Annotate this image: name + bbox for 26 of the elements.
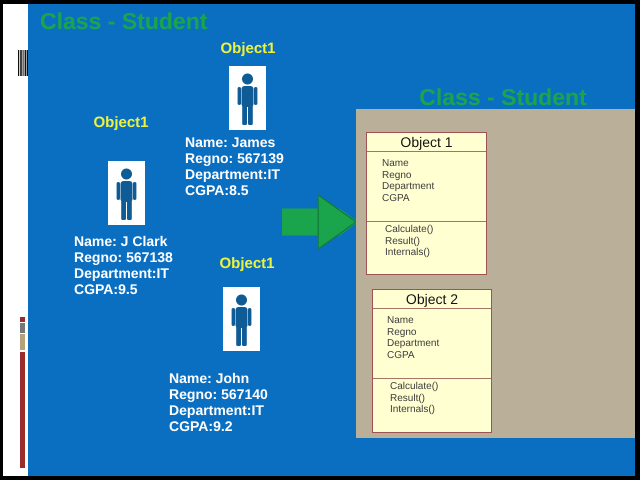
attribute-text: Department:IT: [185, 166, 280, 182]
attribute-text: Regno: 567139: [185, 150, 284, 166]
attribute-text: Regno: 567138: [74, 249, 173, 265]
attribute-text: Department:IT: [169, 402, 264, 418]
panel-heading: Class - Student: [419, 84, 587, 110]
method-list: Calculate() Result() Internals(): [385, 224, 434, 260]
object-heading: Object1: [220, 40, 276, 57]
attribute-text: CGPA:9.5: [74, 281, 138, 297]
block-arrow: [282, 194, 357, 250]
object-heading: Object1: [219, 255, 275, 272]
class-box: [372, 289, 492, 433]
class-box: [366, 132, 487, 275]
class-name: Object 1: [400, 133, 453, 151]
title: Class - Student: [40, 8, 208, 34]
attribute-text: CGPA:8.5: [185, 182, 249, 198]
attribute-text: Name: J Clark: [74, 233, 168, 249]
attribute-text: Name: John: [169, 370, 250, 386]
class-name: Object 2: [406, 290, 458, 308]
attribute-list: Name Regno Department CGPA: [382, 158, 434, 205]
object-heading: Object1: [93, 114, 149, 131]
attribute-text: Regno: 567140: [169, 386, 268, 402]
attribute-text: CGPA:9.2: [169, 418, 233, 434]
attribute-text: Department:IT: [74, 265, 169, 281]
method-list: Calculate() Result() Internals(): [390, 381, 438, 416]
attribute-list: Name Regno Department CGPA: [387, 315, 440, 362]
attribute-text: Name: James: [185, 134, 276, 150]
